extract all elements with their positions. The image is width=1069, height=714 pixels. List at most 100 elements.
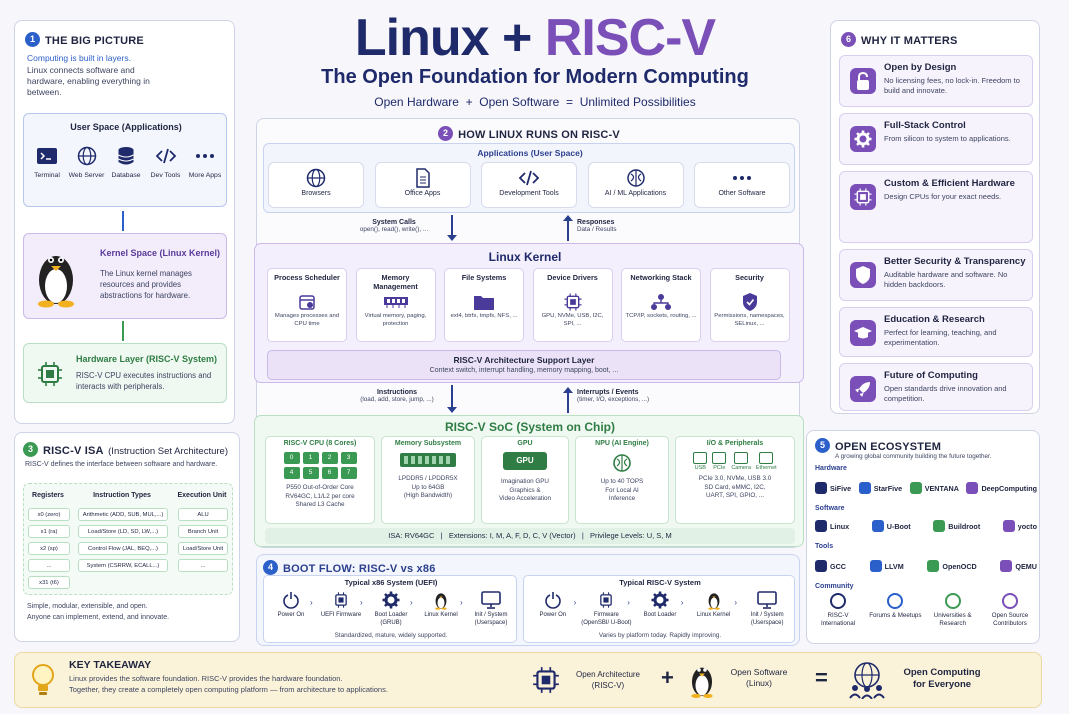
logo-mark-icon [1000,560,1013,572]
how-title: HOW LINUX RUNS ON RISC-V [458,129,620,141]
kernel-subsystem-title: Device Drivers [547,273,598,282]
arrowhead-up [563,387,573,393]
arch-support-box: RISC-V Architecture Support Layer Contex… [267,350,781,380]
isa-list-item: Load/Store (LD, SD, LW,...) [78,525,168,538]
arrow-interrupts [567,391,569,413]
cpu-core: 5 [302,467,319,479]
plus-sign: + [661,665,674,690]
section-number: 3 [23,442,38,458]
code-icon [147,144,185,168]
user-space-item: Web Server [68,144,106,204]
why-card-title: Future of Computing [884,370,978,381]
user-space-item-label: More Apps [188,172,222,179]
isa-diagram: Registers x0 (zero)x1 (ra)x2 (sp)...x31 … [23,483,233,595]
user-space-item-label: Database [111,172,141,179]
chip-icon [537,291,609,313]
isa-list-item: x1 (ra) [28,525,70,538]
isa-desc: RISC-V defines the interface between sof… [25,461,218,468]
brain-chip-icon [611,452,633,474]
soc-gpu-desc: Imagination GPU Graphics & Video Acceler… [498,478,552,502]
why-card-title: Full-Stack Control [884,120,966,131]
logo-mark-icon [869,560,882,572]
penguin-icon [689,661,715,699]
logo-mark-icon [1002,520,1015,532]
boot-arrow: › [310,598,313,607]
community-label: Universities & Research [933,612,972,627]
lock-icon [850,68,876,94]
ecosystem-logo: StarFive [858,482,902,494]
ram-icon [400,453,456,467]
ecosystem-title: OPEN ECOSYSTEM [835,441,942,453]
hardware-layer-title: Hardware Layer (RISC-V System) [76,354,218,364]
people-globe-icon [847,661,887,700]
user-space-item: Dev Tools [147,144,185,204]
brain-icon [589,167,683,189]
network-icon [625,291,697,313]
isa-footer: Simple, modular, extensible, and open. A… [27,603,170,621]
logo-mark-icon [966,482,979,494]
isa-list-item: x31 (t6) [28,576,70,589]
boot-step: UEFI Firmware [316,590,366,620]
soc-io-desc: PCIe 3.0, NVMe, USB 3.0 SD Card, eMMC, I… [698,475,772,499]
kernel-subsystem-desc: Permissions, namespaces, SELinux, ... [714,313,785,327]
ecosystem-logo: OpenOCD [927,560,977,572]
community-icon [830,593,846,609]
ecosystem-desc: A growing global community building the … [835,453,992,460]
penguin-icon [687,590,741,610]
boot-step: Boot Loader (GRUB) [366,590,416,627]
ecosystem-logo-label: QEMU [1015,561,1037,571]
takeaway-line1: Linux provides the software foundation. … [69,674,343,683]
community-label: Open Source Contributors [991,612,1029,627]
isa-list-item: x0 (zero) [28,508,70,521]
section-number: 4 [263,560,278,576]
community-label: RISC-V International [820,612,856,627]
app-tile: Office Apps [374,162,471,208]
io-port-icon: PCIe [712,452,727,471]
boot-step: Power On [266,590,316,620]
registers-list: x0 (zero)x1 (ra)x2 (sp)...x31 (t6) [28,508,70,593]
ecosystem-logo: QEMU [1000,560,1037,572]
kernel-subsystem-desc: GPU, NVMe, USB, I2C, SPI, ... [541,313,604,327]
soc-cpu-title: RISC-V CPU (8 Cores) [283,440,357,447]
hardware-layer-box: Hardware Layer (RISC-V System) RISC-V CP… [23,343,227,403]
ecosystem-logo: LLVM [869,560,904,572]
kernel-space-box: Kernel Space (Linux Kernel) The Linux ke… [23,233,227,319]
kernel-subsystem-desc: TCP/IP, sockets, routing, ... [625,313,697,319]
open-architecture-label: Open Architecture (RISC-V) [575,670,641,690]
equals-sign: = [815,665,828,690]
logo-mark-icon [815,520,827,532]
why-card-desc: Perfect for learning, teaching, and expe… [884,328,997,347]
logo-mark-icon [815,482,827,494]
kernel-subsystem-title: Memory Management [373,273,418,291]
boot-step-label: Boot Loader [643,612,677,618]
apps-title: Applications (User Space) [477,148,583,158]
logo-mark-icon [927,560,940,572]
isa-title: RISC-V ISA [43,445,104,457]
x86-steps: Power On›UEFI Firmware›Boot Loader (GRUB… [266,590,516,630]
app-tile-label: Other Software [718,190,766,197]
isa-list-item: Load/Store Unit [178,542,228,555]
arrow-syscalls [451,215,453,237]
big-picture-intro: Linux connects software and hardware, en… [27,65,150,97]
isa-list-item: Branch Unit [178,525,228,538]
isa-list-item: Control Flow (JAL, BEQ,...) [78,542,168,555]
penguin-icon [34,246,78,308]
arrowhead-up [563,215,573,221]
boot-step: Init / System (Userspace) [466,590,516,627]
lightbulb-icon [31,663,55,697]
graduation-cap-icon [850,320,876,346]
open-software-label: Open Software (Linux) [730,667,788,688]
